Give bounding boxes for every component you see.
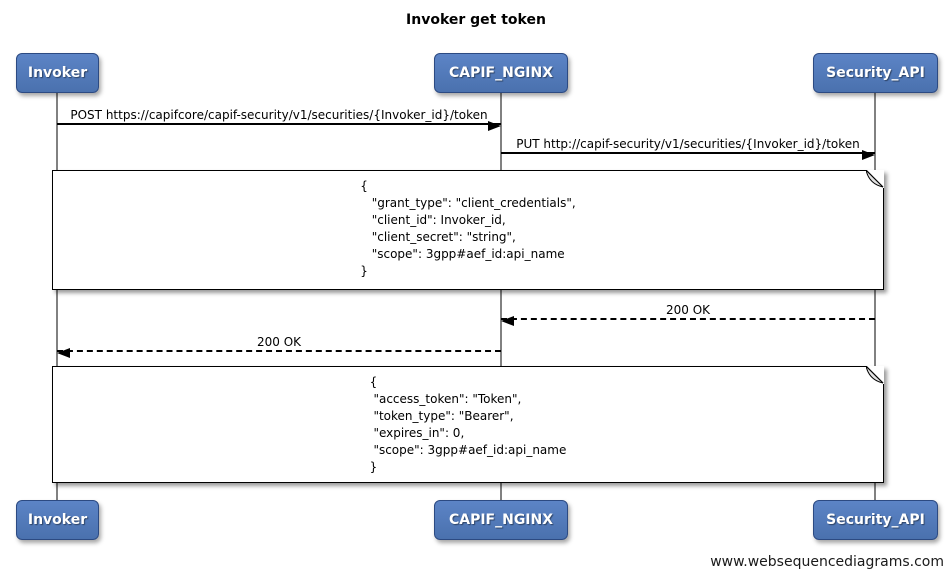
actor-label: Invoker [27,65,88,81]
actor-bottom-invoker: Invoker [16,500,99,540]
message-line [57,123,501,125]
actor-label: Security_API [826,512,925,528]
actor-top-capif-nginx: CAPIF_NGINX [434,53,568,93]
message-label: POST https://capifcore/capif-security/v1… [70,108,488,122]
lifeline-security-api [874,93,876,500]
message-label: 200 OK [256,335,302,349]
note-token-request-body: { "grant_type": "client_credentials", "c… [52,170,884,290]
actor-bottom-capif-nginx: CAPIF_NGINX [434,500,568,540]
message-label: PUT http://capif-security/v1/securities/… [516,137,860,151]
lifeline-invoker [56,93,58,500]
actor-label: CAPIF_NGINX [448,512,554,528]
folded-corner-icon [866,170,884,188]
actor-label: Security_API [826,65,925,81]
actor-label: CAPIF_NGINX [448,65,554,81]
message-200-ok-security-to-nginx: 200 OK [501,303,875,326]
diagram-title: Invoker get token [406,12,546,28]
message-line [501,318,875,320]
arrowhead-right-icon [862,150,875,160]
arrowhead-right-icon [488,121,501,131]
message-line [501,152,875,154]
note-text: { "grant_type": "client_credentials", "c… [360,179,576,278]
note-text: { "access_token": "Token", "token_type":… [369,375,567,474]
message-put-token: PUT http://capif-security/v1/securities/… [501,137,875,160]
message-line [57,350,501,352]
actor-label: Invoker [27,512,88,528]
message-post-token: POST https://capifcore/capif-security/v1… [57,108,501,131]
actor-bottom-security-api: Security_API [813,500,938,540]
arrowhead-left-icon [57,348,70,358]
note-token-response-body: { "access_token": "Token", "token_type":… [52,366,884,483]
message-label: 200 OK [665,303,711,317]
message-200-ok-nginx-to-invoker: 200 OK [57,335,501,358]
actor-top-security-api: Security_API [813,53,938,93]
actor-top-invoker: Invoker [16,53,99,93]
lifeline-capif-nginx [500,93,502,500]
folded-corner-icon [866,366,884,384]
websequencediagrams-credit: www.websequencediagrams.com [710,554,944,570]
arrowhead-left-icon [501,316,514,326]
